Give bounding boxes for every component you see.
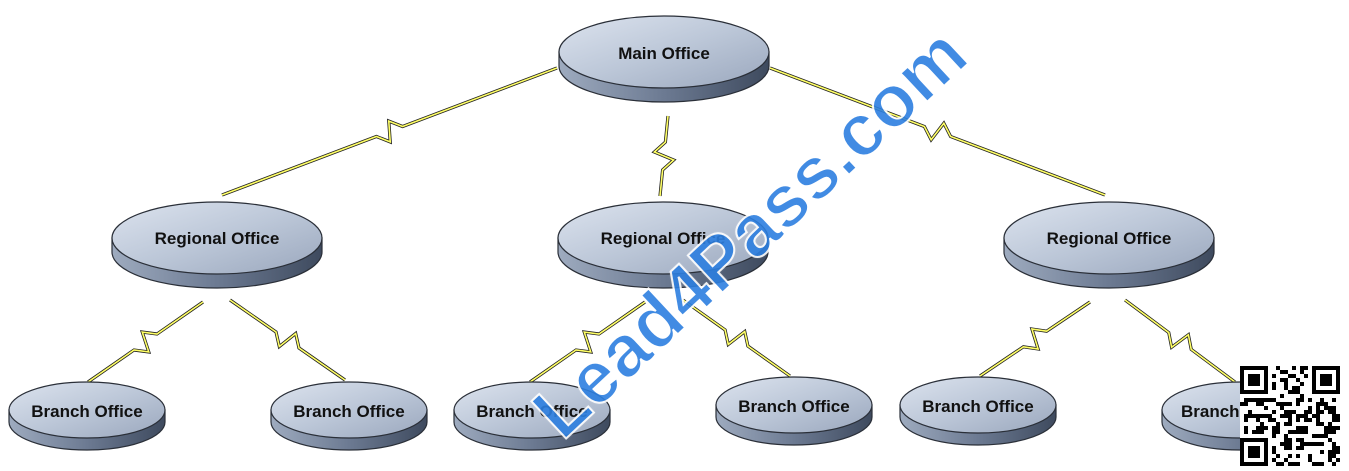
regional-office-center-label: Regional Office <box>601 229 726 248</box>
branch-office-3-node[interactable] <box>453 381 611 451</box>
branch-office-1-label: Branch Office <box>31 402 142 421</box>
branch-office-2-label: Branch Office <box>293 402 404 421</box>
link-main-regional-left <box>221 67 558 196</box>
regional-office-left-node[interactable] <box>111 201 323 289</box>
branch-office-4-label: Branch Office <box>738 397 849 416</box>
link-regional-left-branch-2 <box>229 299 346 381</box>
cylinder-top-shape <box>270 381 428 439</box>
cylinder-top-shape <box>558 15 770 89</box>
branch-office-4-node[interactable] <box>715 376 873 446</box>
cylinder-top-shape <box>715 376 873 434</box>
link-regional-center-branch-3 <box>529 301 646 383</box>
link-regional-right-branch-6 <box>1124 299 1236 383</box>
branch-office-1-node[interactable] <box>8 381 166 451</box>
cylinder-top-shape <box>557 201 769 275</box>
main-office-label: Main Office <box>618 44 710 63</box>
link-regional-center-branch-4 <box>682 299 791 377</box>
cylinder-top-shape <box>899 376 1057 434</box>
regional-office-center-node[interactable] <box>557 201 769 289</box>
link-main-regional-right <box>769 67 1106 196</box>
regional-office-left-label: Regional Office <box>155 229 280 248</box>
cylinder-top-shape <box>1003 201 1215 275</box>
cylinder-top-shape <box>453 381 611 439</box>
branch-office-3-label: Branch Office <box>476 402 587 421</box>
link-regional-left-branch-1 <box>87 301 204 383</box>
branch-office-6-label: Branch <box>1181 402 1240 421</box>
main-office-node[interactable] <box>558 15 770 103</box>
link-regional-right-branch-5 <box>979 301 1091 377</box>
branch-office-5-node[interactable] <box>899 376 1057 446</box>
branch-office-5-label: Branch Office <box>922 397 1033 416</box>
cylinder-top-shape <box>111 201 323 275</box>
cylinder-top-shape <box>8 381 166 439</box>
branch-office-2-node[interactable] <box>270 381 428 451</box>
regional-office-right-label: Regional Office <box>1047 229 1172 248</box>
wan-links <box>87 66 1236 384</box>
link-main-regional-center <box>652 115 676 197</box>
regional-office-right-node[interactable] <box>1003 201 1215 289</box>
qr-code-icon <box>1240 366 1340 466</box>
